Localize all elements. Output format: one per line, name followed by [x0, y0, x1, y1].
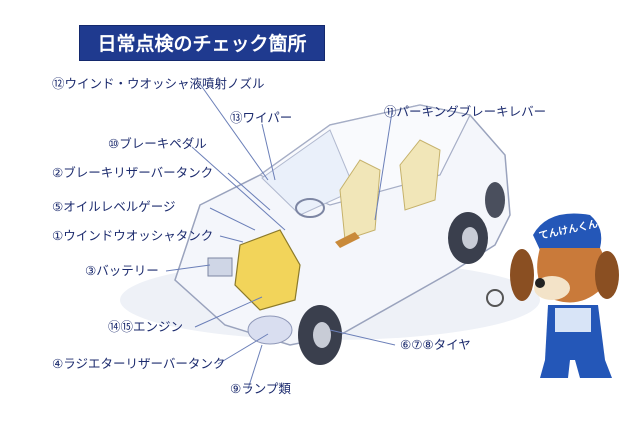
label-brake-reservoir: ②ブレーキリザーバータンク — [52, 165, 214, 180]
leader-brake-reservoir — [227, 172, 271, 211]
mascot-stethoscope — [486, 289, 504, 307]
leader-battery — [165, 264, 211, 272]
label-oil-level: ⑤オイルレベルゲージ — [52, 199, 176, 214]
label-lamps: ⑨ランプ類 — [230, 381, 291, 396]
page-title: 日常点検のチェック箇所 — [79, 25, 325, 61]
leader-oil-level — [209, 207, 256, 231]
leader-lamps — [247, 344, 263, 390]
leader-washer-tank — [219, 235, 244, 243]
battery-box — [207, 257, 233, 277]
mascot-ear-right — [595, 251, 619, 299]
label-tires: ⑥⑦⑧タイヤ — [400, 337, 471, 352]
rear-wheel-far — [485, 182, 505, 218]
rear-seat — [399, 139, 441, 211]
radiator-reservoir — [247, 315, 293, 345]
label-battery: ③バッテリー — [85, 263, 159, 278]
label-engine: ⑭⑮エンジン — [108, 319, 184, 334]
steering-wheel — [295, 198, 325, 218]
engine-block — [234, 229, 301, 311]
front-wheel-hub — [313, 322, 331, 348]
label-washer-tank: ①ウインドウオッシャタンク — [52, 228, 214, 243]
leader-lines — [165, 83, 396, 390]
leader-wiper — [261, 123, 276, 181]
label-wiper: ⑬ワイパー — [230, 110, 293, 125]
label-washer-nozzle: ⑫ウインド・ウオッシャ液噴射ノズル — [52, 76, 265, 91]
mascot-nose — [535, 278, 545, 288]
mascot-legs — [540, 360, 612, 378]
label-brake-pedal: ⑩ブレーキペダル — [108, 136, 207, 151]
leader-tires — [329, 329, 396, 346]
leader-brake-pedal — [191, 146, 286, 231]
label-parking-brake: ⑪パーキングブレーキレバー — [384, 104, 547, 119]
rear-wheel-hub — [462, 227, 478, 249]
label-radiator-reservoir: ④ラジエターリザーバータンク — [52, 356, 226, 371]
mascot-bib — [555, 308, 591, 332]
leader-radiator — [217, 333, 269, 365]
leader-engine — [194, 296, 263, 328]
mascot-cap — [533, 213, 602, 250]
mascot-dog — [486, 213, 619, 378]
leader-washer-nozzle — [199, 83, 269, 181]
mascot-ear-left — [510, 249, 534, 301]
parking-brake-lever — [335, 232, 360, 248]
leader-parking-brake — [374, 111, 393, 221]
front-seat — [339, 159, 381, 241]
